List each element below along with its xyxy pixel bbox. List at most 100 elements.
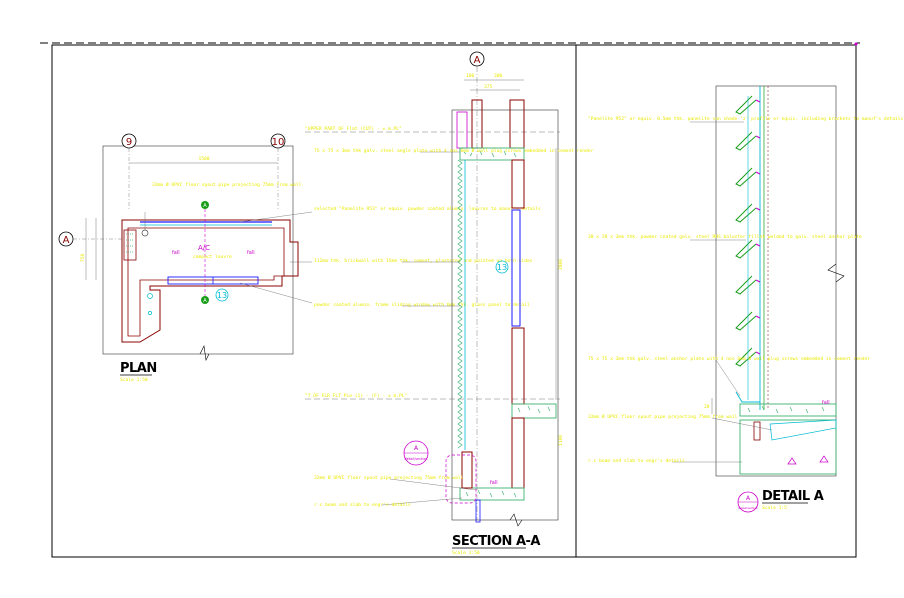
section-upper-slab-hatch: [463, 150, 517, 158]
detail-base-hatch: [747, 405, 825, 414]
section-fall: fall: [490, 480, 498, 486]
section-parapet-right: [509, 99, 525, 149]
section-lower-slab: [511, 403, 557, 419]
detail-dim: 20: [704, 404, 710, 410]
plan-tag-13: [215, 288, 229, 302]
plan-section-marker-bottom-label: A: [203, 298, 207, 304]
grid-label-9: 9: [126, 137, 132, 148]
section-lower-slab-hatch: [517, 405, 551, 414]
detail-title: DETAIL A: [762, 489, 824, 504]
section-break-mark: [509, 513, 523, 527]
section-detail-callout-sub: detail/section: [405, 457, 428, 461]
plan-note-wall: 112mm thk. brickwall with 15mm thk. ceme…: [314, 258, 533, 264]
grid-label-a-section: A: [474, 55, 481, 66]
detail-beam: [739, 419, 837, 475]
plan-dim-top: 1500: [198, 156, 209, 162]
section-scale: Scale 1:50: [452, 550, 480, 556]
grid-label-a-plan: A: [63, 235, 70, 246]
plan-fall-1: fall: [172, 250, 180, 256]
section-note-steel: 75 x 75 x 3mm thk galv. steel angle plat…: [314, 147, 594, 154]
section-floor-slab: [459, 487, 525, 501]
detail-angle-plate: [735, 391, 760, 403]
section-frame: [451, 109, 559, 521]
section-parapet-left: [456, 111, 468, 149]
section-wall-right-lower: [511, 327, 525, 405]
detail-view: fall 20 "Panelite 952" or equiv. 0.5mm t…: [588, 85, 904, 513]
plan-section-marker-bottom: [201, 296, 209, 304]
section-floor-slab-hatch: [465, 489, 517, 498]
detail-note-rhs: 30 x 20 x 3mm thk. powder coated galv. s…: [588, 234, 862, 240]
plan-dim-left: 750: [80, 253, 86, 262]
section-wall-right-upper: [511, 159, 525, 209]
detail-beam-triangles: [787, 455, 829, 465]
plan-ac-note: compact louvre: [193, 254, 232, 260]
detail-scale: Scale 1:5: [762, 505, 787, 511]
section-pipe: [475, 499, 481, 523]
plan-fall-2: fall: [247, 250, 255, 256]
detail-leader-angle: [715, 359, 741, 397]
section-detail-boundary: [445, 454, 477, 504]
plan-tag-13-label: 13: [217, 291, 227, 300]
section-upstand: [461, 451, 473, 489]
detail-pipe: [769, 419, 837, 441]
plan-leader-louvre: [239, 211, 313, 223]
plan-column-hatch: [126, 233, 134, 253]
plan-note-window: powder coated alumin. frame sliding wind…: [314, 302, 530, 308]
plan-drain-symbol-2: [148, 311, 152, 315]
plan-note-pipe: 32mm Ø UPVC floor spout pipe projecting …: [152, 181, 302, 188]
section-window-right: [511, 209, 521, 327]
section-leader-pipe: [389, 478, 477, 491]
plan-note-louvre: selected "Panelite 952" or equiv. powder…: [314, 206, 541, 212]
plan-pipe-symbol: [141, 229, 149, 237]
sheet-border: [51, 44, 857, 558]
detail-break-right: [827, 263, 845, 283]
detail-leader-pipe: [711, 417, 773, 431]
plan-section-marker-top: [201, 201, 209, 209]
detail-base-plinth: [739, 403, 837, 417]
section-level-upper-text: "UPPER PART OF Flat (CUT) - ± m.PL": [305, 126, 402, 132]
section-dim-4: 2800: [558, 259, 564, 270]
plan-column: [123, 229, 137, 261]
section-dim-3: 375: [484, 84, 493, 90]
plan-section-marker-top-label: A: [203, 203, 207, 209]
detail-callout-label: A: [746, 495, 751, 502]
plan-title: PLAN: [120, 361, 157, 376]
detail-note-pipe: 32mm Ø UPVC floor spout pipe projecting …: [588, 413, 738, 420]
detail-note-angle: 75 x 75 x 3mm thk galv. steel anchor pla…: [588, 355, 870, 362]
plan-frame: [102, 145, 294, 355]
section-title: SECTION A-A: [452, 534, 540, 549]
plan-callout-ac: A/C: [198, 244, 210, 252]
detail-sunshade-clips: [755, 99, 761, 355]
detail-anchor-bolt: [753, 421, 761, 441]
detail-fall: fall: [822, 400, 830, 406]
section-louvre-zigzag: [457, 159, 463, 449]
section-dim-5: 1100: [558, 435, 564, 446]
plan-break-mark: [199, 345, 210, 361]
detail-sunshade-profiles: [735, 95, 757, 367]
detail-callout-sub: detail/section: [738, 506, 758, 510]
section-note-beam: r.c beam and slab to engr's details: [314, 502, 411, 508]
detail-frame: [715, 85, 837, 477]
section-note-pipe: 32mm Ø UPVC floor spout pipe projecting …: [314, 474, 464, 481]
detail-note-beam: r.c beam and slab to engr's details: [588, 458, 685, 464]
plan-scale: Scale 1:50: [120, 377, 148, 383]
section-detail-callout-label: A: [414, 445, 419, 452]
section-tag-13: [495, 260, 509, 274]
section-tag-13-label: 13: [497, 263, 507, 272]
corner-marker: [854, 42, 858, 46]
plan-wall-outline: [121, 219, 299, 343]
section-view: A 100 300 375 "UPPER PART OF Flat (CUT) …: [305, 51, 594, 556]
section-dim-2: 300: [494, 73, 503, 79]
plan-leader-window: [239, 282, 313, 304]
plan-view: 9 10 A 1500 750 A A: [58, 133, 541, 383]
detail-note-panelite: "Panelite 952" or equiv. 0.5mm thk. pane…: [588, 116, 904, 122]
section-leader-beam: [381, 497, 463, 506]
plan-wall-inner: [127, 227, 285, 337]
section-level-lower-text: "T OF FLR FLT Pie (1) - (F) - ± m.PL": [305, 393, 407, 399]
plan-drain-symbol: [147, 293, 153, 299]
section-upper-slab: [459, 147, 525, 161]
section-lower-wall: [511, 417, 525, 489]
grid-label-10: 10: [272, 137, 285, 148]
section-dim-1: 100: [466, 73, 475, 79]
